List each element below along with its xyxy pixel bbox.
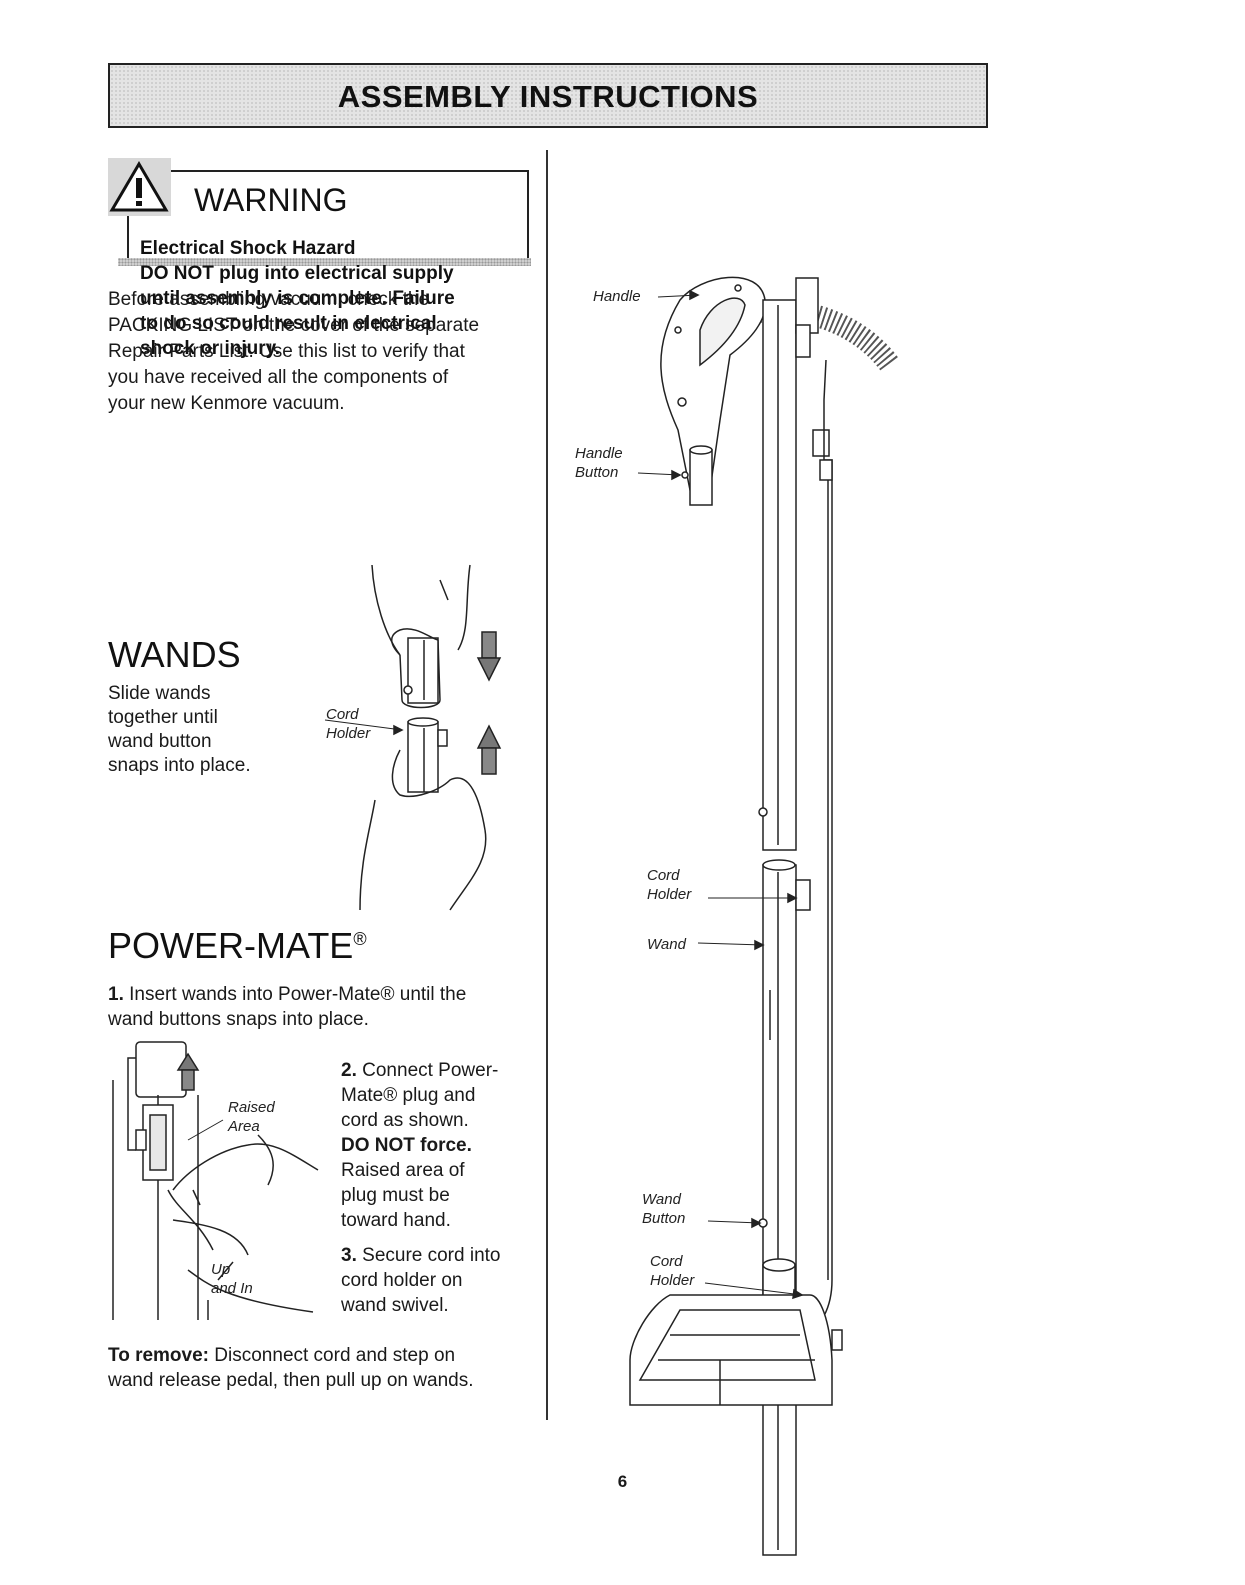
wand-label: Wand [647, 936, 686, 953]
up-and-in-label: Up and In [211, 1260, 253, 1298]
wands-line: Slide wands [108, 683, 211, 704]
page-number: 6 [617, 1472, 628, 1491]
warning-line: DO NOT plug into electrical supply [140, 263, 454, 284]
powermate-title: POWER-MATE® [108, 925, 367, 967]
step-line: cord holder on [341, 1270, 463, 1291]
label-line: Holder [650, 1272, 695, 1289]
wands-heading: WANDS [108, 634, 241, 676]
warning-line: to do so could result in electrical [140, 313, 437, 334]
label-line: Cord [326, 706, 359, 723]
step-line: DO NOT force. [341, 1133, 541, 1158]
step-emphasis: DO NOT force. [341, 1135, 472, 1156]
warning-triangle-icon [108, 158, 171, 216]
step-line: plug must be [341, 1185, 450, 1206]
intro-line: your new Kenmore vacuum. [108, 393, 345, 414]
label-line: and In [211, 1280, 253, 1297]
registered-mark: ® [353, 929, 367, 949]
remove-text: Disconnect cord and step on [209, 1345, 456, 1366]
step-line: 2. Connect Power- [341, 1058, 541, 1083]
step-text: Connect Power- [362, 1060, 499, 1081]
label-line: Up [211, 1261, 231, 1278]
warning-body: Electrical Shock Hazard DO NOT plug into… [140, 236, 520, 361]
intro-paragraph: Before assembling vacuum, check the PACK… [108, 287, 528, 417]
step-line: cord as shown. [341, 1110, 469, 1131]
raised-area-label: Raised Area [228, 1098, 275, 1136]
wands-line: snaps into place. [108, 755, 251, 776]
remove-label: To remove: [108, 1345, 210, 1366]
label-line: Button [575, 464, 619, 481]
page-title: ASSEMBLY INSTRUCTIONS [337, 79, 759, 114]
step-text: Insert wands into Power-Mate® until the [129, 984, 467, 1005]
label-line: Area [228, 1118, 260, 1135]
label-line: Button [642, 1210, 686, 1227]
step-line: 1. Insert wands into Power-Mate® until t… [108, 982, 528, 1007]
wand-button-label: Wand Button [642, 1190, 685, 1228]
label-line: Cord [647, 867, 680, 884]
intro-line: Repair Parts List. Use this list to veri… [108, 341, 465, 362]
step-text: Secure cord into [362, 1245, 501, 1266]
warning-box-shadow [118, 258, 531, 266]
powermate-step-1: 1. Insert wands into Power-Mate® until t… [108, 982, 528, 1032]
step-line: 3. Secure cord into [341, 1243, 541, 1268]
handle-label: Handle [593, 288, 641, 305]
intro-line: you have received all the components of [108, 367, 449, 388]
remove-instructions: To remove: Disconnect cord and step on w… [108, 1343, 538, 1393]
remove-line: To remove: Disconnect cord and step on [108, 1343, 538, 1368]
label-line: Cord [650, 1253, 683, 1270]
remove-line: wand release pedal, then pull up on wand… [108, 1370, 474, 1391]
warning-title: WARNING [194, 182, 348, 218]
step-number: 2. [341, 1060, 357, 1081]
label-line: Raised [228, 1099, 275, 1116]
warning-line: shock or injury. [140, 338, 281, 359]
wands-line: wand button [108, 731, 212, 752]
intro-line: PACKING LIST on the cover of the separat… [108, 315, 480, 336]
wands-illustration [324, 564, 502, 911]
step-line: wand swivel. [341, 1295, 449, 1316]
wands-line: together until [108, 707, 218, 728]
powermate-plug-illustration [112, 1041, 319, 1320]
handle-button-label: Handle Button [575, 444, 623, 482]
step-line: Raised area of [341, 1160, 465, 1181]
step-line: toward hand. [341, 1210, 451, 1231]
wands-instructions: Slide wands together until wand button s… [108, 682, 288, 778]
column-divider [546, 150, 548, 1420]
vacuum-assembly-diagram [629, 276, 899, 1556]
label-line: Wand [642, 1191, 681, 1208]
cord-holder-label-upper: Cord Holder [647, 866, 691, 904]
step-line: wand buttons snaps into place. [108, 1009, 369, 1030]
warning-box [127, 170, 529, 265]
step-number: 3. [341, 1245, 357, 1266]
warning-subtitle: Electrical Shock Hazard [140, 238, 356, 259]
label-line: Handle [575, 445, 623, 462]
cord-holder-label-lower: Cord Holder [650, 1252, 694, 1290]
powermate-steps-2-3: 2. Connect Power- Mate® plug and cord as… [341, 1058, 541, 1318]
step-number: 1. [108, 984, 124, 1005]
step-line: Mate® plug and [341, 1085, 476, 1106]
warning-line: until assembly is complete. Failure [140, 288, 455, 309]
wands-cord-holder-label: Cord Holder [326, 705, 370, 743]
powermate-heading: POWER-MATE® [108, 925, 367, 967]
label-line: Holder [647, 886, 692, 903]
label-line: Holder [326, 725, 371, 742]
powermate-title-text: POWER-MATE [108, 925, 354, 966]
wands-title: WANDS [108, 634, 241, 675]
intro-line: Before assembling vacuum, check the [108, 289, 430, 310]
section-banner: ASSEMBLY INSTRUCTIONS [108, 63, 988, 128]
